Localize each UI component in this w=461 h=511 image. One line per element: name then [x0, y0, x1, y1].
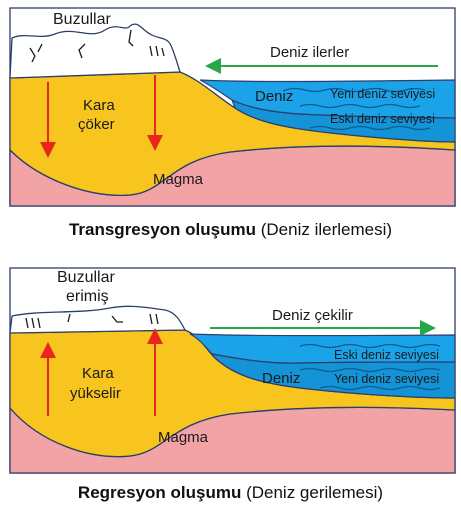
caption-bold: Regresyon oluşumu — [77, 483, 242, 502]
sea-direction-label: Deniz çekilir — [272, 307, 353, 324]
wave-line-2 — [299, 103, 421, 109]
new-sea-layer — [210, 353, 456, 399]
caption-normal: (Deniz ilerlemesi) — [260, 220, 393, 239]
glacier-label-line2: erimiş — [66, 288, 109, 305]
regression-caption: Regresyon oluşumu (Deniz gerilemesi) — [0, 483, 461, 503]
new-sea-level-label: Yeni deniz seviyesi — [330, 87, 435, 101]
old-sea-level-label: Eski deniz seviyesi — [330, 112, 435, 126]
land-label-line1: Kara — [82, 365, 114, 382]
glacier-cracks — [29, 29, 165, 63]
sea-label: Deniz — [255, 88, 293, 105]
regression-diagram: Buzullar erimiş Deniz çekilir Kara yükse… — [9, 267, 456, 474]
land-label-line2: çöker — [78, 116, 115, 133]
magma-label: Magma — [158, 429, 209, 446]
wave-line-2 — [299, 367, 441, 373]
regression-panel: Buzullar erimiş Deniz çekilir Kara yükse… — [0, 258, 461, 511]
caption-bold: Transgresyon oluşumu — [68, 220, 256, 239]
land-label-line2: yükselir — [70, 385, 121, 402]
glacier-label-line1: Buzullar — [57, 269, 115, 286]
sea-label: Deniz — [262, 370, 300, 387]
new-sea-layer — [199, 79, 456, 119]
wave-line-3 — [319, 385, 441, 391]
transgression-caption: Transgresyon oluşumu (Deniz ilerlemesi) — [0, 220, 461, 240]
wave-line-3 — [309, 125, 431, 131]
wave-line-1 — [299, 343, 441, 349]
new-sea-level-label: Yeni deniz seviyesi — [334, 372, 439, 386]
caption-normal: (Deniz gerilemesi) — [246, 483, 384, 502]
glacier-label: Buzullar — [53, 11, 111, 28]
land-label-line1: Kara — [83, 97, 115, 114]
glacier — [9, 23, 181, 79]
melted-glacier — [9, 305, 187, 334]
old-sea-level-label: Eski deniz seviyesi — [334, 348, 439, 362]
sea-direction-label: Deniz ilerler — [270, 44, 349, 61]
transgression-diagram: Buzullar Deniz ilerler Kara çöker Deniz … — [9, 7, 456, 207]
wave-line-1 — [284, 87, 426, 93]
magma-label: Magma — [153, 171, 204, 188]
transgression-panel: Buzullar Deniz ilerler Kara çöker Deniz … — [0, 0, 461, 255]
glacier-cracks — [25, 313, 159, 329]
